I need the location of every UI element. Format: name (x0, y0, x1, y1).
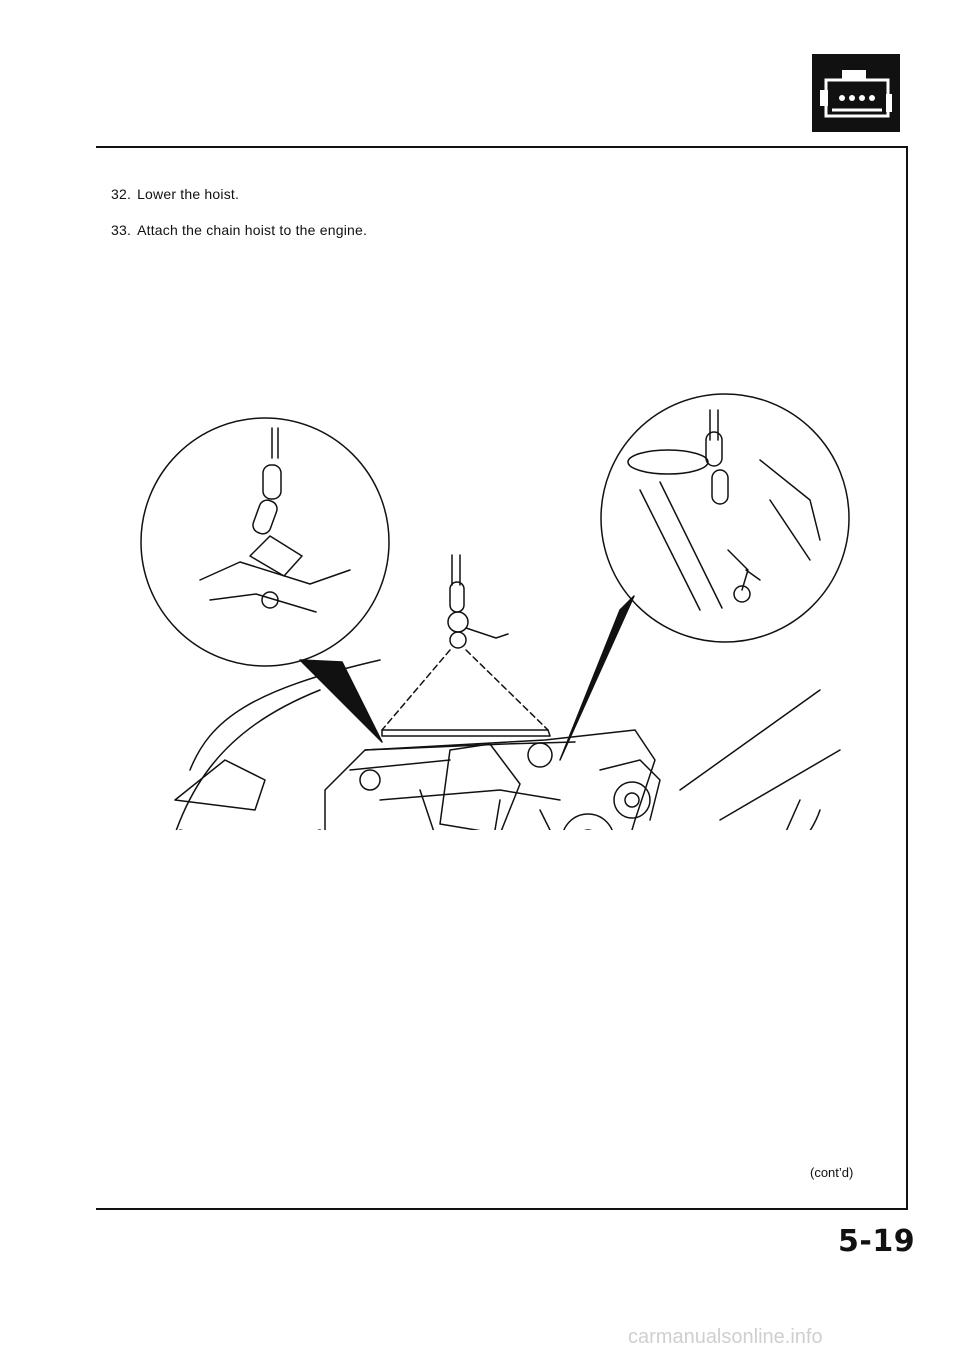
step-text: Attach the chain hoist to the engine. (137, 222, 368, 238)
continued-label: (cont’d) (810, 1165, 854, 1180)
watermark: carmanualsonline.info (628, 1326, 823, 1348)
left-detail-circle (140, 417, 390, 667)
step-text: Lower the hoist. (137, 186, 240, 202)
right-detail-circle (600, 393, 850, 643)
chain-hoist (381, 554, 551, 737)
procedure-steps: 32. Lower the hoist. 33. Attach the chain … (111, 186, 367, 258)
step-number: 33. (111, 222, 132, 238)
engine-block (316, 729, 661, 830)
step-number: 32. (111, 186, 132, 202)
car-body (174, 659, 841, 830)
engine-section-icon (812, 54, 900, 132)
step-item: 33. Attach the chain hoist to the engine. (111, 222, 367, 238)
page-frame (96, 146, 908, 1210)
page-number: 5-19 (838, 1224, 916, 1259)
step-item: 32. Lower the hoist. (111, 186, 367, 202)
engine-chain-hoist-illustration (140, 393, 850, 830)
